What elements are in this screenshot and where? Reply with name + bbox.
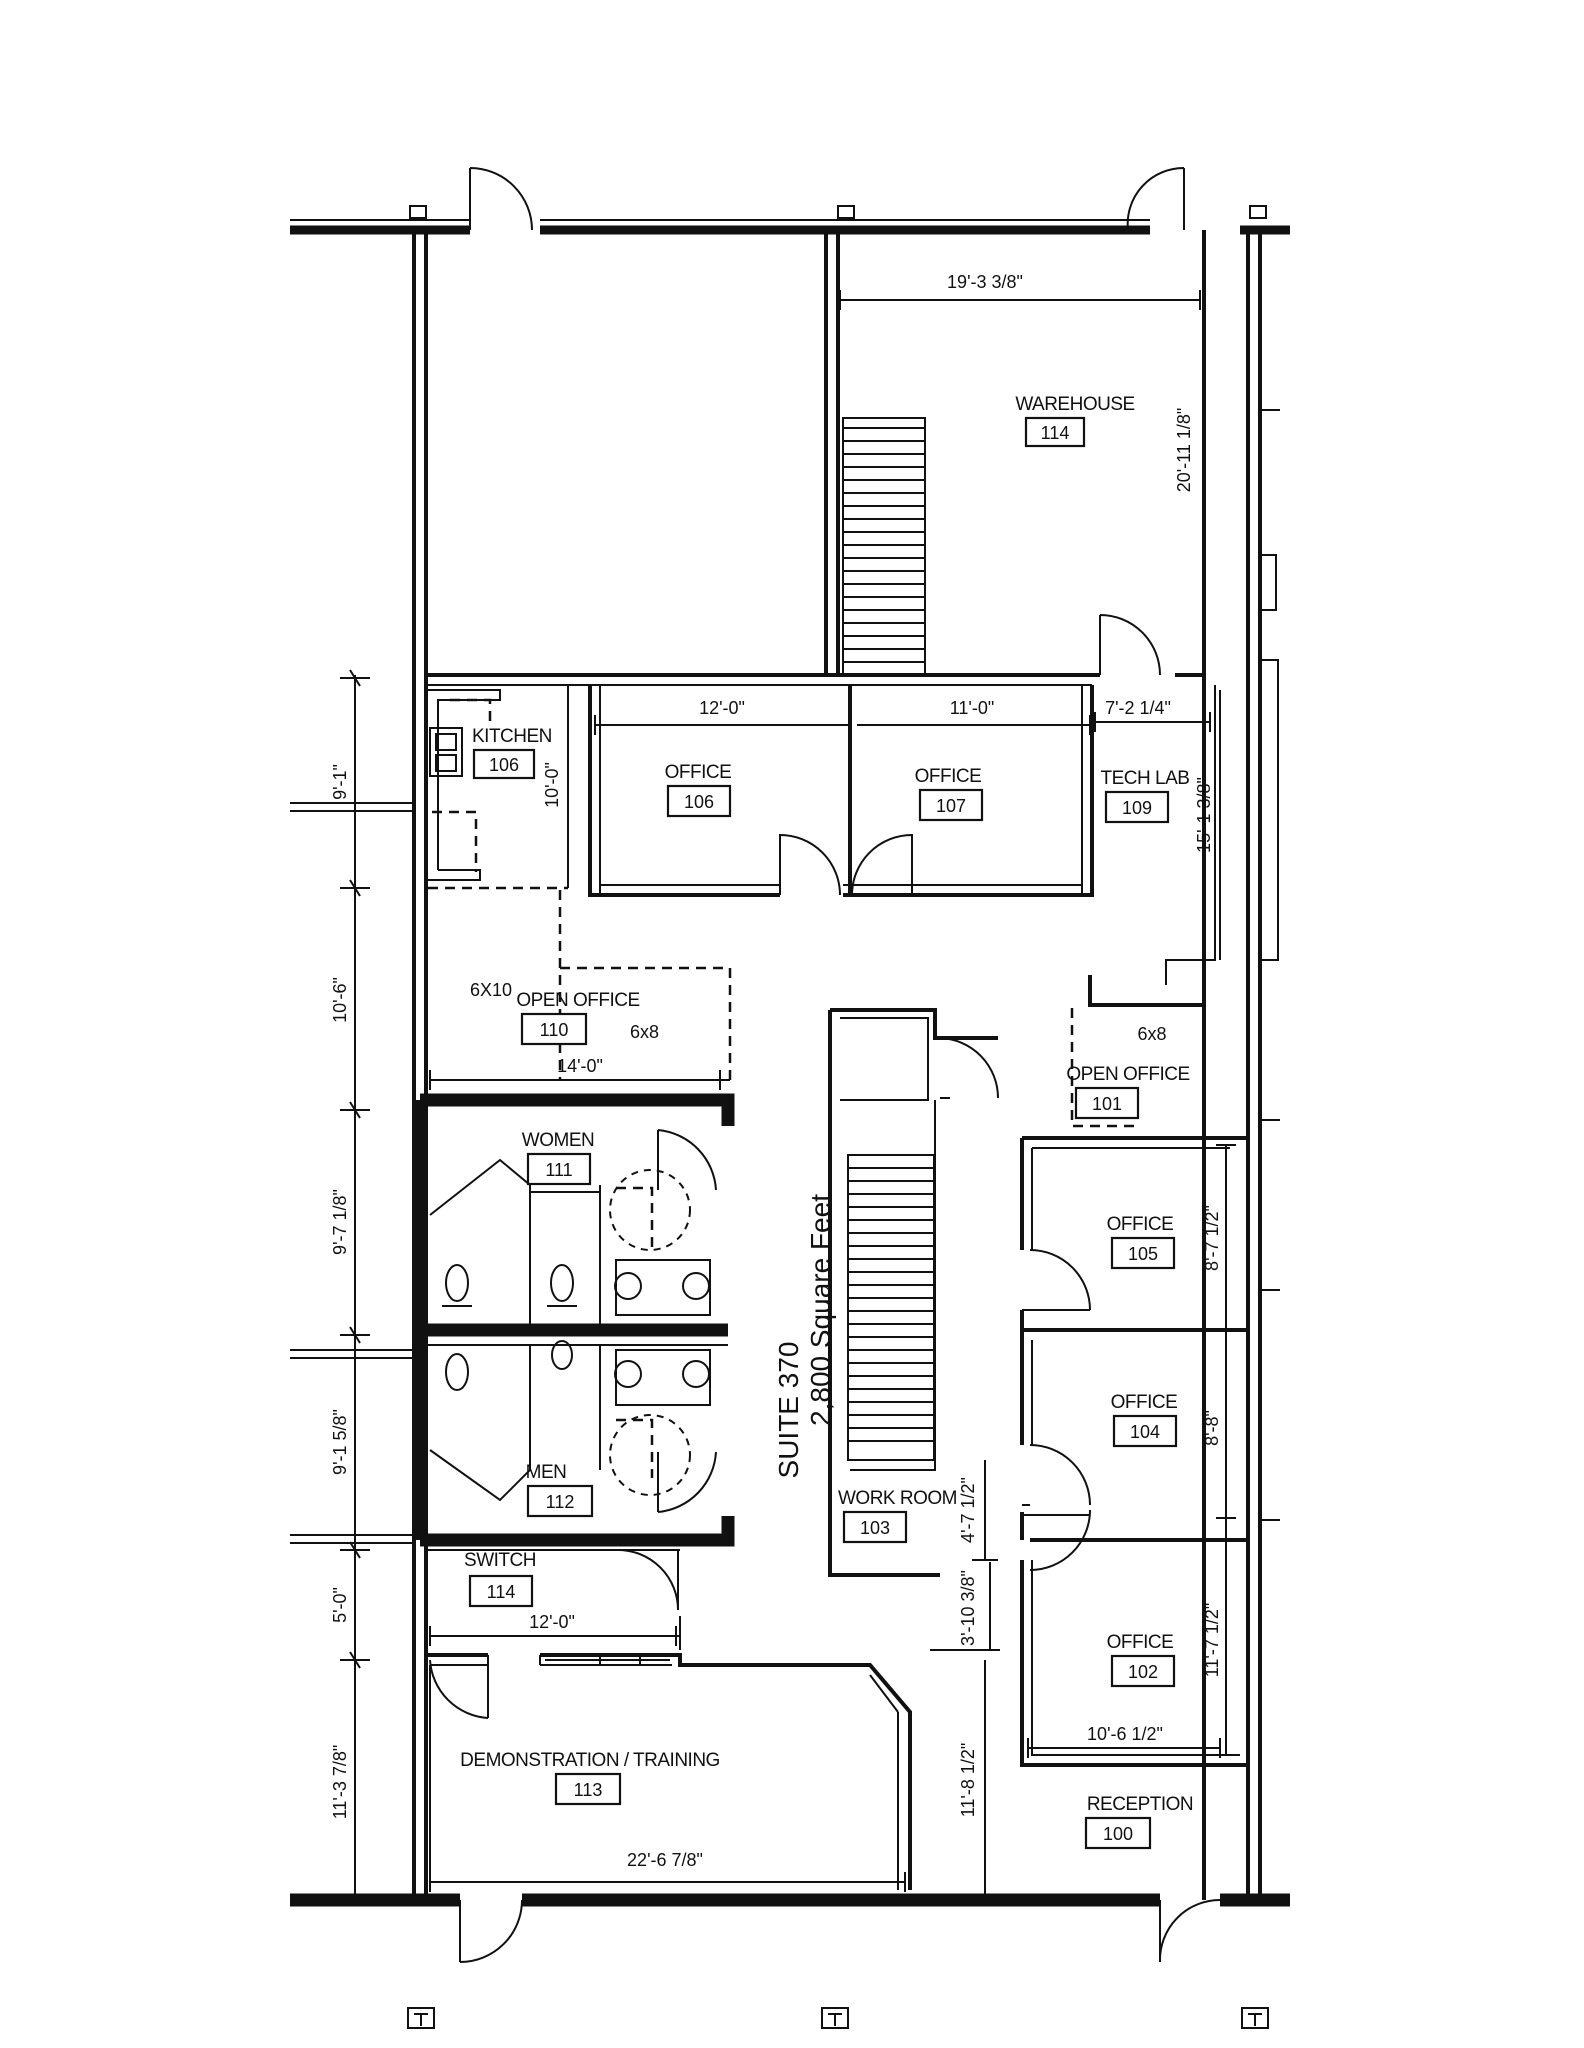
dim-office106-width: 12'-0" bbox=[699, 698, 745, 718]
room-name-openoffice101: OPEN OFFICE bbox=[1066, 1064, 1189, 1085]
dim-office104-depth: 8'-8" bbox=[1202, 1410, 1222, 1446]
room-number-women: 111 bbox=[545, 1160, 572, 1180]
reception: RECEPTION 100 bbox=[1084, 1794, 1194, 1850]
room-number-demo: 113 bbox=[574, 1780, 603, 1800]
dim-techlab-depth: 15'-1 3/8" bbox=[1194, 777, 1214, 853]
warehouse-area: 19'-3 3/8" 20'-11 1/8" WAREHOUSE 114 bbox=[426, 230, 1204, 686]
dim-demo-width: 22'-6 7/8" bbox=[627, 1850, 703, 1870]
central-stair: 2,800 Square Feet SUITE 370 WORK ROOM 10… bbox=[773, 1008, 1000, 1900]
room-number-office106: 106 bbox=[684, 792, 714, 812]
dim-switch-width: 12'-0" bbox=[529, 1612, 575, 1632]
room-name-office106: OFFICE bbox=[665, 762, 732, 783]
dim-warehouse-width: 19'-3 3/8" bbox=[947, 272, 1023, 292]
ws-6x10: 6X10 bbox=[470, 980, 512, 1000]
dim-left-5: 5'-0" bbox=[330, 1587, 350, 1623]
demo-training: DEMONSTRATION / TRAINING 113 22'-6 7/8" bbox=[426, 1653, 912, 1892]
room-number-openoffice110: 110 bbox=[540, 1020, 569, 1040]
room-number-openoffice101: 101 bbox=[1092, 1094, 1122, 1114]
room-name-workroom: WORK ROOM bbox=[838, 1488, 957, 1509]
dim-reception-depth: 11'-8 1/2" bbox=[958, 1743, 978, 1818]
room-number-office104: 104 bbox=[1130, 1422, 1160, 1442]
room-name-women: WOMEN bbox=[522, 1130, 594, 1151]
room-number-warehouse: 114 bbox=[1041, 423, 1070, 443]
dim-warehouse-depth: 20'-11 1/8" bbox=[1174, 408, 1194, 493]
room-number-office107: 107 bbox=[936, 796, 966, 816]
restrooms: WOMEN 111 MEN 112 bbox=[413, 1093, 735, 1547]
dim-corridor-gap: 3'-10 3/8" bbox=[958, 1570, 978, 1646]
room-name-kitchen: KITCHEN bbox=[472, 726, 552, 747]
room-number-reception: 100 bbox=[1103, 1824, 1133, 1844]
room-name-reception: RECEPTION bbox=[1087, 1794, 1193, 1815]
room-name-office104: OFFICE bbox=[1111, 1392, 1178, 1413]
dim-left-4: 9'-1 5/8" bbox=[330, 1409, 350, 1475]
room-number-office105: 105 bbox=[1128, 1244, 1158, 1264]
room-name-office102: OFFICE bbox=[1107, 1632, 1174, 1653]
dim-left-1: 9'-1" bbox=[330, 764, 350, 800]
dim-office102-depth: 11'-7 1/2" bbox=[1202, 1603, 1222, 1678]
room-number-office102: 102 bbox=[1128, 1662, 1158, 1682]
dim-office107-width: 11'-0" bbox=[950, 698, 995, 718]
dim-left-6: 11'-3 7/8" bbox=[330, 1745, 350, 1820]
room-number-workroom: 103 bbox=[860, 1518, 890, 1538]
switch-room: SWITCH 114 12'-0" bbox=[426, 1549, 681, 1650]
room-name-openoffice110: OPEN OFFICE bbox=[516, 990, 639, 1011]
exterior-walls bbox=[290, 166, 1290, 2029]
ws-6x8-right: 6x8 bbox=[1137, 1024, 1166, 1044]
room-name-office107: OFFICE bbox=[915, 766, 982, 787]
room-name-office105: OFFICE bbox=[1107, 1214, 1174, 1235]
room-number-kitchen: 106 bbox=[489, 755, 519, 775]
room-name-men: MEN bbox=[526, 1462, 567, 1483]
room-number-techlab: 109 bbox=[1122, 798, 1152, 818]
ws-6x8-left: 6x8 bbox=[630, 1022, 659, 1042]
dim-office105-depth: 8'-7 1/2" bbox=[1202, 1205, 1222, 1271]
open-office-110: 6X10 OPEN OFFICE 110 6x8 14'-0" bbox=[429, 890, 732, 1090]
tech-lab: 7'-2 1/4" 15'-1 3/8" TECH LAB 109 bbox=[1088, 685, 1221, 1007]
kitchen: KITCHEN 106 10'-0" bbox=[426, 685, 569, 890]
dim-kitchen-depth: 10'-0" bbox=[542, 762, 562, 808]
offices-north: 12'-0" 11'-0" OFFICE 106 OFFICE 107 bbox=[588, 685, 1094, 897]
room-number-switch: 114 bbox=[487, 1582, 516, 1602]
room-name-warehouse: WAREHOUSE bbox=[1015, 394, 1134, 415]
dim-left-3: 9'-7 1/8" bbox=[330, 1189, 350, 1255]
left-dimension-chain: 9'-1" 10'-6" 9'-7 1/8" 9'-1 5/8" 5'-0" 1… bbox=[330, 669, 370, 1901]
suite-name: SUITE 370 bbox=[773, 1342, 804, 1479]
dim-office102-width: 10'-6 1/2" bbox=[1087, 1724, 1163, 1744]
room-name-techlab: TECH LAB bbox=[1101, 768, 1190, 789]
dim-left-2: 10'-6" bbox=[330, 977, 350, 1023]
room-name-demo: DEMONSTRATION / TRAINING bbox=[460, 1750, 720, 1771]
open-office-101: 6x8 OPEN OFFICE 101 bbox=[1066, 1008, 1190, 1128]
dim-open-office-width: 14'-0" bbox=[557, 1056, 603, 1076]
dim-techlab-width: 7'-2 1/4" bbox=[1105, 698, 1171, 718]
room-number-men: 112 bbox=[546, 1492, 575, 1512]
dim-workroom-depth: 4'-7 1/2" bbox=[958, 1477, 978, 1543]
room-name-switch: SWITCH bbox=[464, 1550, 536, 1571]
offices-east: 8'-7 1/2" 8'-8" 11'-7 1/2" OFFICE 105 OF… bbox=[1020, 1136, 1248, 1767]
